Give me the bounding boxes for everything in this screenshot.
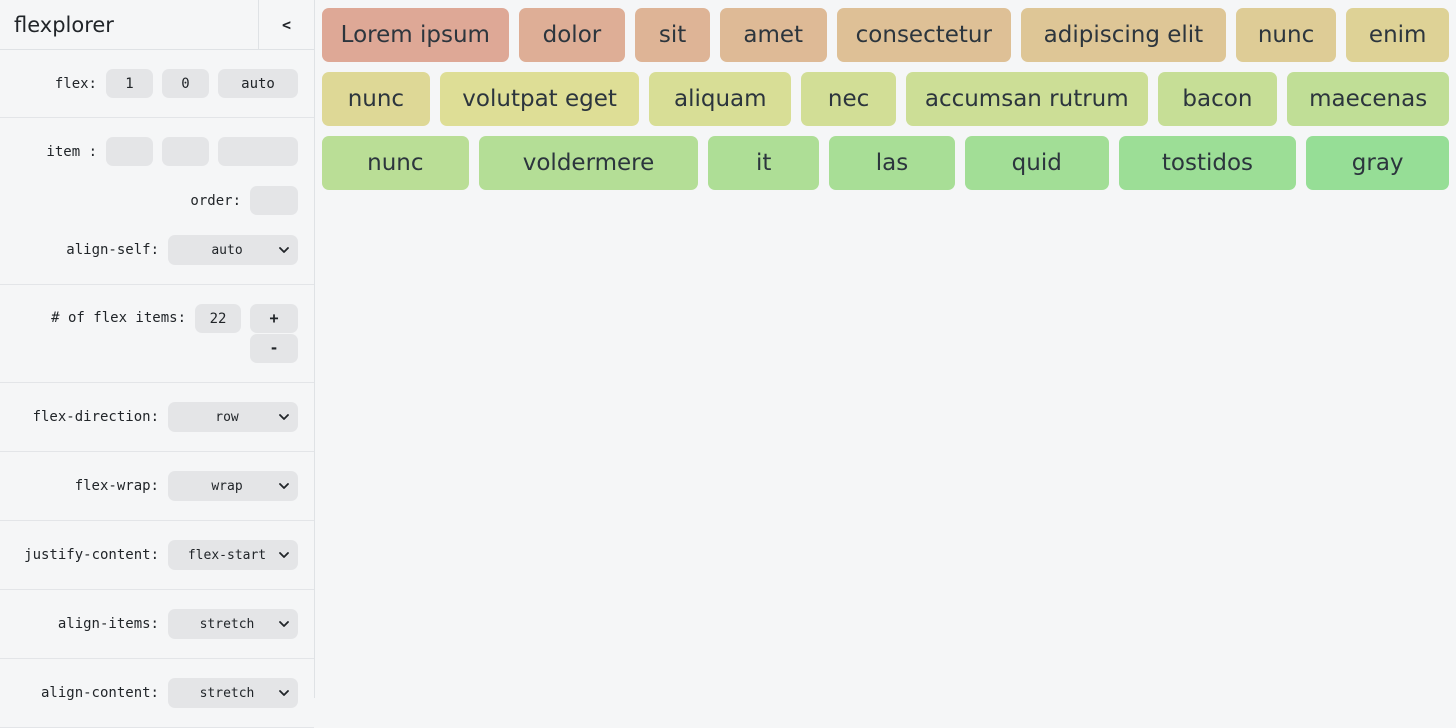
- flex-item[interactable]: maecenas: [1287, 72, 1450, 126]
- align-items-label: align-items:: [57, 616, 159, 632]
- align-content-select[interactable]: stretch: [168, 678, 298, 708]
- flex-wrap-label: flex-wrap:: [74, 478, 159, 494]
- flex-grow-input[interactable]: [106, 69, 153, 98]
- flex-direction-row: flex-direction: row: [0, 402, 298, 432]
- flex-wrap-select[interactable]: wrap: [168, 471, 298, 501]
- flex-item[interactable]: aliquam: [649, 72, 792, 126]
- flex-shrink-input[interactable]: [162, 69, 209, 98]
- align-self-select[interactable]: auto: [168, 235, 298, 265]
- flex-item[interactable]: dolor: [518, 8, 626, 62]
- flex-group: flex:: [0, 50, 314, 118]
- flex-item[interactable]: nunc: [1235, 8, 1337, 62]
- remove-item-button[interactable]: -: [250, 334, 298, 363]
- flex-direction-group: flex-direction: row: [0, 383, 314, 452]
- order-input[interactable]: [250, 186, 298, 215]
- flex-row: flex:: [0, 69, 298, 98]
- count-label: # of flex items:: [51, 310, 186, 326]
- align-self-label: align-self:: [66, 242, 159, 258]
- align-items-select[interactable]: stretch: [168, 609, 298, 639]
- flex-item[interactable]: voldermere: [478, 136, 699, 190]
- count-stepper: + -: [250, 304, 298, 363]
- flex-direction-select[interactable]: row: [168, 402, 298, 432]
- flex-wrap-group: flex-wrap: wrap: [0, 452, 314, 521]
- flex-item[interactable]: tostidos: [1118, 136, 1297, 190]
- align-self-row: align-self: auto: [0, 235, 298, 265]
- flex-wrap-row: flex-wrap: wrap: [0, 471, 298, 501]
- flex-item[interactable]: nunc: [322, 72, 430, 126]
- item-label: item :: [46, 143, 97, 160]
- flex-item[interactable]: accumsan rutrum: [905, 72, 1148, 126]
- align-content-row: align-content: stretch: [0, 678, 298, 708]
- count-group: # of flex items: + -: [0, 285, 314, 383]
- flex-item[interactable]: it: [708, 136, 820, 190]
- flex-item[interactable]: sit: [635, 8, 710, 62]
- flex-basis-input[interactable]: [218, 69, 298, 98]
- item-shrink-input[interactable]: [162, 137, 209, 166]
- flex-item[interactable]: bacon: [1157, 72, 1278, 126]
- flex-label: flex:: [54, 75, 97, 92]
- flex-item[interactable]: enim: [1346, 8, 1449, 62]
- item-count-input[interactable]: [195, 304, 241, 333]
- flex-item[interactable]: nec: [801, 72, 896, 126]
- item-basis-input[interactable]: [218, 137, 298, 166]
- order-label: order:: [190, 192, 241, 209]
- align-items-row: align-items: stretch: [0, 609, 298, 639]
- flex-item[interactable]: gray: [1306, 136, 1450, 190]
- flex-item[interactable]: las: [829, 136, 955, 190]
- flex-item[interactable]: amet: [719, 8, 827, 62]
- item-row: item :: [0, 137, 298, 166]
- justify-content-label: justify-content:: [24, 547, 159, 563]
- justify-content-row: justify-content: flex-start: [0, 540, 298, 570]
- flex-item[interactable]: volutpat eget: [439, 72, 640, 126]
- align-content-label: align-content:: [40, 685, 159, 701]
- flex-item[interactable]: consectetur: [836, 8, 1012, 62]
- align-content-group: align-content: stretch: [0, 659, 314, 728]
- sidebar: flexplorer < flex: item : order:: [0, 0, 315, 728]
- order-row: order:: [0, 186, 298, 215]
- flex-direction-label: flex-direction:: [32, 409, 159, 425]
- sidebar-collapse-button[interactable]: <: [258, 0, 314, 49]
- item-group: item : order: align-self: auto: [0, 118, 314, 285]
- app-title: flexplorer: [14, 13, 114, 37]
- add-item-button[interactable]: +: [250, 304, 298, 333]
- count-row: # of flex items: + -: [0, 304, 298, 363]
- justify-content-select[interactable]: flex-start: [168, 540, 298, 570]
- sidebar-header: flexplorer <: [0, 0, 314, 50]
- flex-item[interactable]: adipiscing elit: [1021, 8, 1226, 62]
- item-grow-input[interactable]: [106, 137, 153, 166]
- flex-item[interactable]: nunc: [322, 136, 469, 190]
- justify-content-group: justify-content: flex-start: [0, 521, 314, 590]
- align-items-group: align-items: stretch: [0, 590, 314, 659]
- flex-item[interactable]: quid: [964, 136, 1109, 190]
- flex-item[interactable]: Lorem ipsum: [322, 8, 509, 62]
